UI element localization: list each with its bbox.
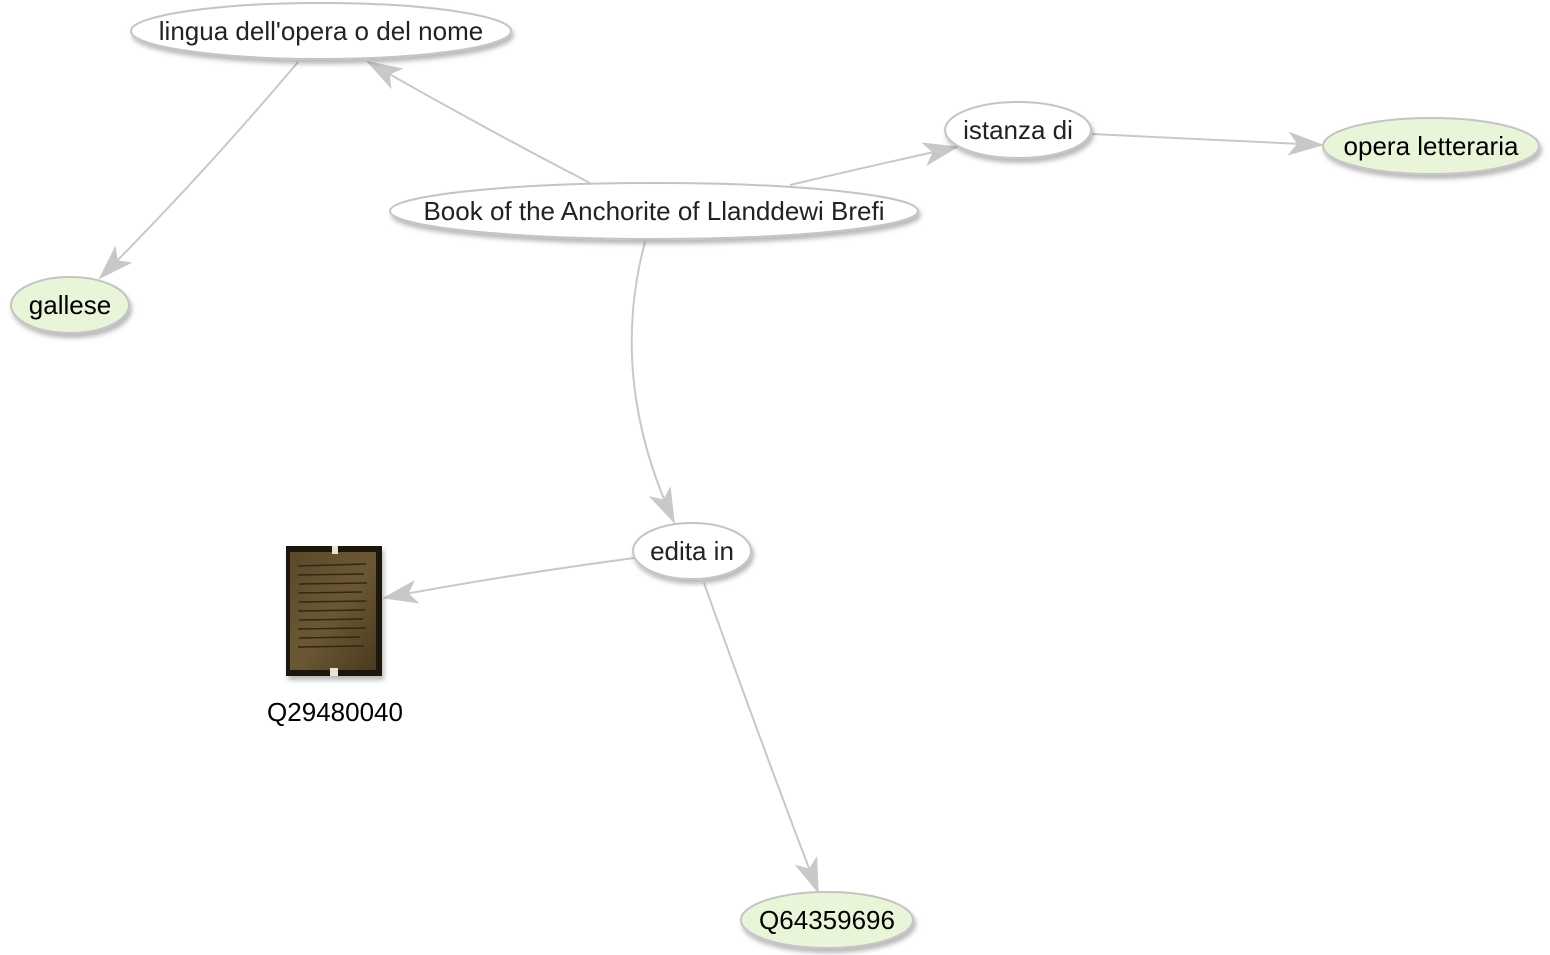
node-istanza-di[interactable]: istanza di bbox=[944, 101, 1092, 159]
node-opera-letteraria[interactable]: opera letteraria bbox=[1322, 117, 1540, 175]
node-edita-in[interactable]: edita in bbox=[632, 522, 752, 580]
node-label-istanza: istanza di bbox=[963, 115, 1073, 145]
edge-book-to-lingua bbox=[366, 61, 591, 184]
node-label-book: Book of the Anchorite of Llanddewi Brefi bbox=[423, 196, 884, 226]
nodes: lingua dell'opera o del nome istanza di … bbox=[10, 2, 1540, 949]
edge-edita-to-q29480040 bbox=[382, 557, 635, 604]
edges bbox=[98, 61, 1324, 894]
edge-book-to-istanza bbox=[789, 142, 959, 186]
node-book-of-the-anchorite[interactable]: Book of the Anchorite of Llanddewi Brefi bbox=[389, 182, 919, 240]
node-label-lingua: lingua dell'opera o del nome bbox=[159, 16, 483, 46]
edge-book-to-edita bbox=[630, 241, 675, 524]
node-label-q64359696: Q64359696 bbox=[759, 905, 895, 935]
node-lingua-dell-opera[interactable]: lingua dell'opera o del nome bbox=[130, 2, 512, 60]
edge-istanza-to-opera bbox=[1091, 131, 1324, 156]
node-q29480040[interactable]: Q29480040 bbox=[267, 546, 403, 727]
manuscript-page-icon bbox=[286, 546, 382, 676]
node-q64359696[interactable]: Q64359696 bbox=[740, 891, 914, 949]
node-gallese[interactable]: gallese bbox=[10, 276, 130, 334]
node-label-opera: opera letteraria bbox=[1344, 131, 1519, 161]
node-label-q29480040: Q29480040 bbox=[267, 697, 403, 727]
node-label-edita: edita in bbox=[650, 536, 734, 566]
edge-edita-to-q64359696 bbox=[703, 582, 819, 894]
node-label-gallese: gallese bbox=[29, 290, 111, 320]
edge-lingua-to-gallese bbox=[98, 61, 299, 280]
